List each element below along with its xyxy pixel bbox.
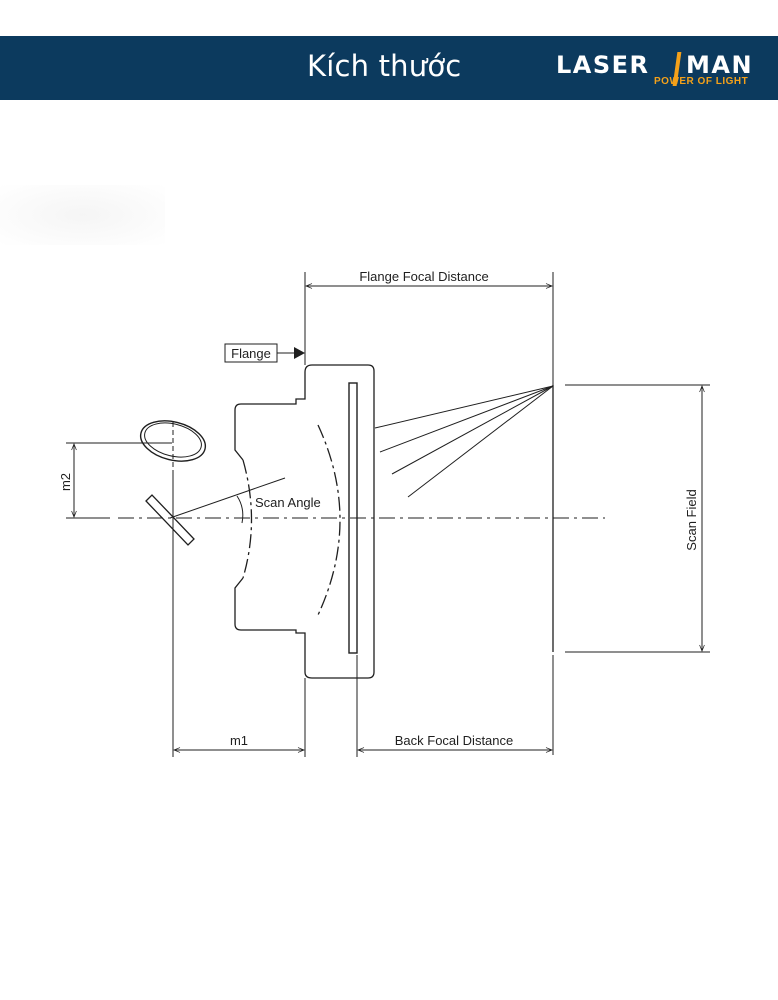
flange-focal-distance-dimension: Flange Focal Distance (304, 269, 554, 385)
flange-label: Flange (231, 346, 271, 361)
lens-housing (234, 364, 375, 679)
flange-pointer-icon (294, 347, 305, 359)
logo-tagline: POWER OF LIGHT (654, 76, 749, 87)
scan-field-label: Scan Field (684, 489, 699, 550)
m2-dimension: m2 (58, 442, 172, 519)
lens-surface-left (242, 459, 253, 579)
back-focal-distance-dimension: Back Focal Distance (356, 655, 553, 757)
flange-callout: Flange (224, 343, 305, 363)
m2-label: m2 (58, 473, 73, 491)
lens-surface-right (317, 424, 341, 616)
laserman-logo: LASER MAN POWER OF LIGHT (556, 50, 768, 90)
m1-dimension: m1 (172, 470, 306, 757)
mirror-y (139, 420, 207, 470)
background-smudge (0, 185, 165, 245)
scan-angle-arc (236, 495, 244, 524)
flange-focal-distance-label: Flange Focal Distance (359, 269, 488, 284)
scan-angle-label: Scan Angle (255, 495, 321, 510)
header-bar: Kích thước LASER MAN POWER OF LIGHT (0, 36, 778, 100)
logo-word-right: MAN (686, 51, 754, 79)
scan-field-dimension: Scan Field (684, 385, 705, 652)
scan-beam (169, 477, 286, 519)
logo-word-left: LASER (556, 51, 650, 79)
back-focal-distance-label: Back Focal Distance (395, 733, 514, 748)
mirror-x (145, 494, 195, 546)
m1-label: m1 (230, 733, 248, 748)
page-title: Kích thước (307, 49, 462, 83)
focused-beam-rays (374, 385, 554, 498)
